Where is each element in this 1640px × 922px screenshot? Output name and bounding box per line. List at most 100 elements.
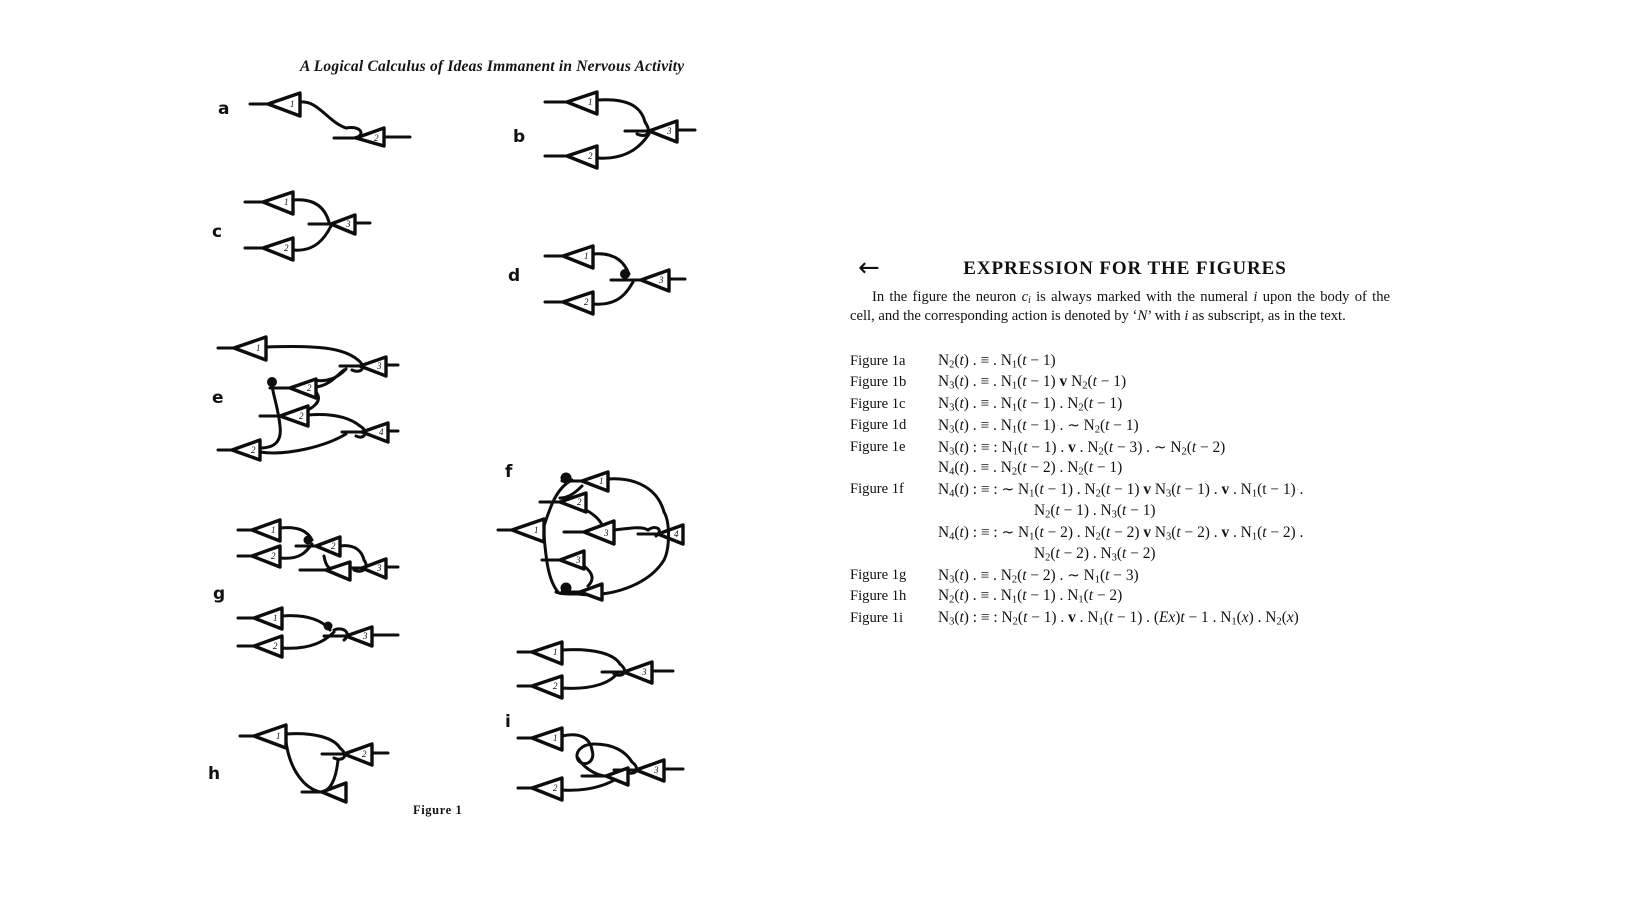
- formula-row: N4(t) . ≡ . N2(t − 2) . N2(t − 1): [850, 459, 1480, 480]
- formula-row: Figure 1b N3(t) . ≡ . N1(t − 1) v N2(t − …: [850, 373, 1480, 394]
- neuron-number: 3: [666, 126, 672, 136]
- neuron-number: 2: [577, 497, 582, 507]
- formula-expression: N2(t) . ≡ . N1(t − 1) . N1(t − 2): [938, 587, 1123, 606]
- neuron-number: 3: [641, 667, 647, 677]
- panel-label-b: b: [513, 127, 526, 147]
- formula-row: Figure 1h N2(t) . ≡ . N1(t − 1) . N1(t − …: [850, 587, 1480, 608]
- formula-expression: N2(t − 1) . N3(t − 1): [1034, 501, 1156, 521]
- neuron-number: 1: [256, 343, 261, 353]
- neuron-number: 3: [658, 275, 664, 285]
- neuron-number: 1: [588, 97, 593, 107]
- formula-expression: N4(t) : ≡ : ∼ N1(t − 2) . N2(t − 2) v N3…: [938, 524, 1304, 543]
- neuron-number: 2: [299, 411, 304, 421]
- formula-label: Figure 1e: [850, 438, 906, 455]
- neuron-number: 3: [362, 631, 368, 641]
- formula-expression: N3(t) : ≡ : N1(t − 1) . v . N2(t − 3) . …: [938, 438, 1226, 457]
- formula-label: [850, 523, 938, 524]
- formula-expression: N2(t − 2) . N3(t − 2): [1034, 544, 1156, 563]
- panel-label-i: i: [505, 712, 511, 732]
- back-arrow-icon: ←: [858, 253, 880, 283]
- formula-expression: N4(t) : ≡ : ∼ N1(t − 1) . N2(t − 1) v N3…: [938, 481, 1304, 500]
- diagram-e: 1 3 2 2 4 2: [216, 335, 400, 462]
- neuron-number: 2: [553, 681, 558, 691]
- formula-row: Figure 1c N3(t) . ≡ . N1(t − 1) . N2(t − …: [850, 395, 1480, 416]
- neuron-number: 3: [575, 555, 581, 565]
- figure-plate: A Logical Calculus of Ideas Immanent in …: [0, 0, 800, 880]
- panel-label-e: e: [212, 388, 224, 408]
- neuron-number: 2: [374, 133, 379, 143]
- inhibitory-endbulb-icon: [620, 269, 630, 279]
- formula-expression: N2(t) . ≡ . N1(t − 1): [938, 352, 1056, 371]
- panel-label-c: c: [212, 222, 223, 242]
- formula-label: [850, 545, 938, 546]
- figure-caption-text: Figure 1: [413, 803, 463, 817]
- expression-column: ← EXPRESSION FOR THE FIGURES In the figu…: [845, 0, 1485, 880]
- lead-paragraph: In the figure the neuron ci is always ma…: [850, 289, 1390, 325]
- neuron-number: 1: [553, 733, 558, 743]
- formula-row: Figure 1g N3(t) . ≡ . N2(t − 2) . ∼ N1(t …: [850, 566, 1480, 587]
- formula-row: Figure 1e N3(t) : ≡ : N1(t − 1) . v . N2(…: [850, 438, 1480, 459]
- neuron-number: 1: [271, 525, 276, 535]
- neuron-number: 2: [553, 783, 558, 793]
- neuron-number: 4: [674, 529, 679, 539]
- running-head: A Logical Calculus of Ideas Immanent in …: [300, 58, 685, 75]
- formula-row: Figure 1i N3(t) : ≡ : N2(t − 1) . v . N1(…: [850, 609, 1480, 630]
- formula-expression: N3(t) : ≡ : N2(t − 1) . v . N1(t − 1) . …: [938, 608, 1299, 627]
- neuron-number: 2: [307, 383, 312, 393]
- neuron-number: 3: [376, 361, 382, 371]
- neuron-number: 3: [603, 528, 609, 538]
- formula-label: Figure 1b: [850, 374, 907, 391]
- neuron-number: 2: [271, 551, 276, 561]
- formula-expression: N3(t) . ≡ . N2(t − 2) . ∼ N1(t − 3): [938, 566, 1139, 586]
- formula-expression: N3(t) . ≡ . N1(t − 1) . N2(t − 1): [938, 394, 1123, 414]
- diagram-g: 1 2 2 3 1 2: [236, 518, 400, 659]
- formula-row: N2(t − 2) . N3(t − 2): [850, 545, 1480, 566]
- neuron-number: 2: [362, 749, 367, 759]
- neuron-number: 1: [273, 613, 278, 623]
- neuron-number: 1: [553, 647, 558, 657]
- formula-row: Figure 1a N2(t) . ≡ . N1(t − 1): [850, 352, 1480, 373]
- formula-label: Figure 1f: [850, 481, 904, 498]
- neuron-number: 3: [345, 219, 351, 229]
- formula-label: Figure 1c: [850, 395, 906, 412]
- inhibitory-endbulb-icon: [303, 535, 313, 545]
- formula-label: Figure 1h: [850, 588, 907, 605]
- formula-label: Figure 1a: [850, 353, 906, 369]
- formula-expression: N3(t) . ≡ . N1(t − 1) v N2(t − 1): [938, 373, 1127, 392]
- formula-label: Figure 1g: [850, 566, 907, 583]
- diagram-b: 1 2 3: [543, 90, 697, 170]
- formula-label: Figure 1i: [850, 609, 904, 626]
- diagram-f: 1 1 2 3 4 3: [496, 470, 685, 602]
- diagram-a: 1 2: [248, 91, 412, 148]
- neuron-number: 1: [534, 525, 539, 535]
- formula-expression: N3(t) . ≡ . N1(t − 1) . ∼ N2(t − 1): [938, 417, 1139, 436]
- formula-row: Figure 1d N3(t) . ≡ . N1(t − 1) . ∼ N2(t …: [850, 416, 1480, 437]
- panel-label-d: d: [508, 266, 521, 286]
- neuron-number: 2: [251, 445, 256, 455]
- formula-label: Figure 1d: [850, 417, 907, 434]
- panel-label-a: a: [218, 99, 230, 119]
- neuron-number: 2: [284, 243, 289, 253]
- neuron-number: 2: [331, 541, 336, 551]
- neuron-number: 1: [584, 251, 589, 261]
- neuron-number: 1: [599, 476, 604, 486]
- diagram-d: 1 2 3: [543, 244, 687, 316]
- figure-caption: Figure 1: [413, 803, 462, 818]
- formula-row: Figure 1f N4(t) : ≡ : ∼ N1(t − 1) . N2(t …: [850, 480, 1480, 501]
- formula-row: N2(t − 1) . N3(t − 1): [850, 502, 1480, 523]
- neuron-number: 1: [284, 197, 289, 207]
- neuron-number: 2: [588, 151, 593, 161]
- neuron-number: 3: [376, 563, 382, 573]
- formula-expression: N4(t) . ≡ . N2(t − 2) . N2(t − 1): [938, 458, 1123, 478]
- neuron-number: 2: [584, 297, 589, 307]
- formula-list: Figure 1a N2(t) . ≡ . N1(t − 1) Figure 1b N…: [850, 352, 1480, 630]
- diagram-h: 1 2: [238, 723, 390, 804]
- panel-label-f: f: [505, 462, 513, 482]
- formula-label: [850, 459, 938, 460]
- neuron-number: 4: [379, 427, 384, 437]
- diagram-c: 1 2 3: [243, 190, 372, 262]
- neuron-number: 1: [290, 99, 295, 109]
- inhibitory-endbulb-icon: [323, 621, 333, 631]
- column-title: EXPRESSION FOR THE FIGURES: [963, 258, 1287, 279]
